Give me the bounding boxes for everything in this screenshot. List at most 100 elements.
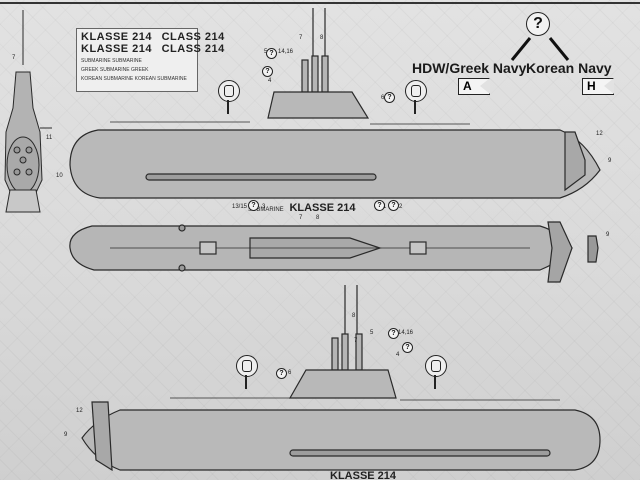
front-view-stand	[5, 189, 41, 213]
decal-text: KLASSE 214	[81, 31, 153, 43]
front-view-bow	[6, 136, 40, 194]
front-view-tube	[25, 146, 33, 154]
callout-number: 5	[264, 49, 267, 55]
paint-pin-icon	[218, 80, 240, 114]
callout-number: 10	[56, 173, 63, 179]
propeller	[587, 235, 599, 263]
sail-mast	[311, 55, 319, 93]
callout-number: 7	[299, 35, 303, 41]
callout-number: 7	[299, 215, 303, 221]
front-view-tube	[13, 168, 21, 176]
flag-h-box: H	[582, 78, 614, 95]
hull-side	[69, 129, 601, 199]
selector-line	[548, 37, 570, 61]
stern-planes	[547, 221, 573, 283]
caption-prefix: SUBMARINE	[248, 207, 284, 213]
callout-number: 8	[316, 215, 320, 221]
keel-strip	[145, 173, 377, 181]
question-circle-icon: ?	[388, 328, 399, 339]
flag-letter: H	[587, 79, 596, 93]
decal-row: KLASSE 214 CLASS 214	[81, 43, 225, 55]
selector-line	[510, 37, 532, 61]
navy-korean-label: Korean Navy	[526, 60, 612, 76]
callout-number: 13/15	[232, 204, 248, 210]
flag-notch	[480, 78, 490, 94]
callout-number: 11	[46, 135, 53, 141]
paint-can-glyph	[224, 85, 234, 97]
flag-notch	[604, 78, 614, 94]
decal-sheet: KLASSE 214 CLASS 214 KLASSE 214 CLASS 21…	[76, 28, 224, 92]
callout-number: 14,16	[278, 49, 294, 55]
bottom-view-caption: KLASSE 214	[330, 470, 397, 480]
callout-number: 9	[606, 232, 610, 238]
side-view-caption: SUBMARINE KLASSE 214	[248, 202, 355, 214]
callout-number: 14,16	[398, 330, 414, 336]
paint-can-glyph	[411, 85, 421, 97]
sail	[288, 369, 397, 399]
paint-can-glyph	[431, 360, 441, 372]
hull-side	[81, 409, 601, 471]
callout-number: 9	[64, 432, 68, 438]
question-circle-icon: ?	[276, 368, 287, 379]
question-circle-icon: ?	[248, 200, 259, 211]
callout-number: 2	[399, 204, 403, 210]
callout-number: 4	[268, 78, 272, 84]
front-view	[4, 10, 52, 213]
callout-number: 4	[396, 352, 400, 358]
question-circle-icon: ?	[374, 200, 385, 211]
callout-number: 3	[262, 204, 266, 210]
side-view-top	[69, 8, 601, 199]
paint-pin-icon	[405, 80, 427, 114]
sheet-top-border	[0, 2, 640, 4]
decal-text: CLASS 214	[161, 31, 225, 43]
callout-number: 6	[288, 370, 292, 376]
hatch	[409, 241, 427, 255]
navy-selector-lines	[510, 37, 570, 61]
callout-number: 5	[370, 330, 374, 336]
callout-number: 7	[12, 55, 16, 61]
front-view-tube	[13, 146, 21, 154]
callout-number: 8	[320, 35, 324, 41]
callout-number: 12	[596, 131, 603, 137]
flag-letter: A	[463, 79, 472, 93]
decal-small-text: KOREAN SUBMARINE KOREAN SUBMARINE	[81, 76, 187, 82]
sail-mast	[341, 333, 349, 371]
decal-row: KLASSE 214 CLASS 214	[81, 31, 225, 43]
rudder	[91, 401, 113, 472]
callout-number: 8	[352, 313, 356, 319]
paint-pin-icon	[236, 355, 258, 389]
paint-pin-icon	[425, 355, 447, 389]
question-circle-icon: ?	[402, 342, 413, 353]
hatch	[199, 241, 217, 255]
rudder	[564, 131, 586, 192]
callout-number: 6	[381, 95, 385, 101]
sail-mast	[331, 337, 339, 371]
navy-greek-label: HDW/Greek Navy	[412, 60, 527, 76]
question-circle-icon: ?	[526, 12, 550, 36]
fitting	[178, 224, 186, 232]
callout-number: 12	[76, 408, 83, 414]
fitting	[178, 264, 186, 272]
question-circle-icon: ?	[388, 200, 399, 211]
front-view-tube	[19, 156, 27, 164]
decal-text: KLASSE 214	[81, 43, 153, 55]
sail-mast	[301, 59, 309, 93]
callout-number: 7	[354, 338, 358, 344]
keel-strip	[289, 449, 551, 457]
question-circle-icon: ?	[384, 92, 395, 103]
question-circle-icon: ?	[262, 66, 273, 77]
sail	[267, 91, 370, 119]
question-circle-icon: ?	[266, 48, 277, 59]
flag-a-box: A	[458, 78, 490, 95]
front-view-tube	[25, 168, 33, 176]
caption-title: KLASSE 214	[289, 202, 356, 214]
callout-number: 9	[608, 158, 612, 164]
decal-small-text: SUBMARINE SUBMARINE	[81, 58, 142, 64]
decal-small-text: GREEK SUBMARINE GREEK	[81, 67, 149, 73]
sail-mast	[321, 55, 329, 93]
side-view-bottom	[81, 285, 601, 472]
decal-text: CLASS 214	[161, 43, 225, 55]
top-view	[69, 221, 599, 283]
